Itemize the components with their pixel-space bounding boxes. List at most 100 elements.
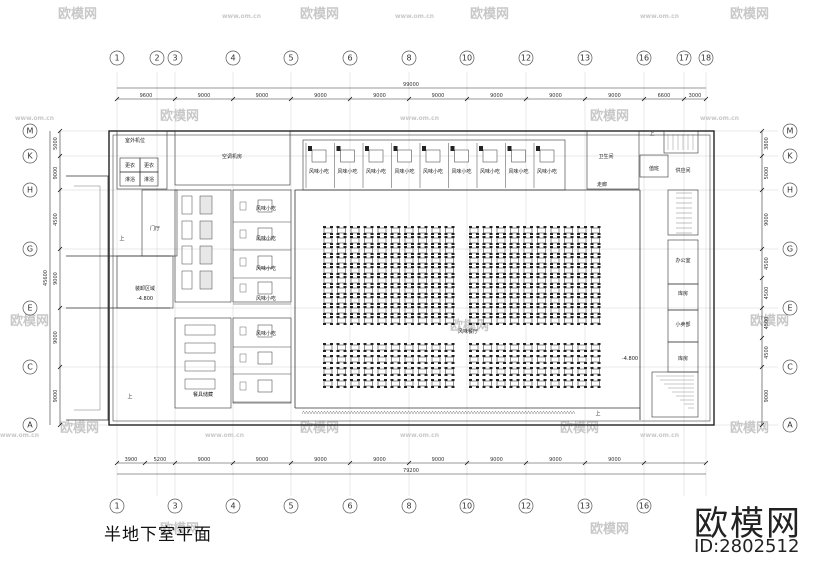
axis-bubble-top [676, 50, 692, 66]
dining-table [564, 257, 573, 264]
axis-bubble-left [22, 300, 38, 316]
chair [530, 276, 533, 278]
dining-table [550, 317, 560, 324]
dining-table [337, 227, 346, 234]
chair [469, 293, 472, 295]
chair [431, 323, 434, 325]
chair [350, 343, 353, 345]
chair [550, 236, 553, 238]
dim-tick [57, 246, 63, 252]
label-toilet: 更衣 [144, 162, 154, 169]
chair [370, 367, 374, 369]
chair [451, 283, 455, 285]
chair [503, 256, 506, 258]
chair [563, 343, 567, 345]
chair [489, 243, 493, 245]
dining-table [337, 307, 346, 314]
chair [438, 236, 441, 238]
chair [323, 306, 326, 308]
chair [323, 286, 326, 288]
chair [550, 283, 553, 285]
chair [411, 273, 414, 275]
chair [584, 362, 587, 364]
dim-tick [759, 246, 765, 252]
chair [503, 283, 506, 285]
chair [438, 243, 441, 245]
chair [584, 379, 587, 381]
chair [536, 343, 540, 345]
chair [444, 253, 448, 255]
fixture [393, 146, 398, 151]
dining-table [591, 307, 600, 314]
sink [239, 326, 247, 336]
chair [577, 233, 580, 235]
chair [444, 273, 448, 275]
dining-table [337, 356, 346, 363]
dining-table [564, 247, 573, 254]
chair [469, 355, 472, 357]
chair [390, 350, 394, 352]
chair [523, 350, 526, 352]
chair [343, 306, 347, 308]
chair [523, 362, 526, 364]
chair [557, 233, 560, 235]
chair [431, 273, 434, 275]
dining-table [483, 257, 492, 264]
dim-tick [57, 128, 63, 134]
kitchen-counter [181, 220, 193, 240]
chair [516, 362, 520, 364]
room-warehouse [667, 283, 699, 311]
watermark-logo: 欧模网 [470, 6, 509, 22]
chair [543, 293, 547, 295]
label-up: 上 [119, 235, 124, 242]
chair [323, 303, 326, 305]
storage-shelf [184, 378, 216, 390]
dining-table [323, 344, 333, 351]
axis-label-left: E [27, 304, 32, 313]
axis-label-right: K [787, 152, 793, 161]
chair [330, 323, 333, 325]
chair [350, 233, 353, 235]
chair [584, 306, 587, 308]
chair [523, 276, 526, 278]
dining-table [483, 368, 492, 375]
dining-table [550, 277, 560, 284]
chair [509, 386, 513, 388]
chair [417, 379, 421, 381]
chair [370, 306, 374, 308]
chair [417, 253, 421, 255]
chair [530, 246, 533, 248]
chair [509, 246, 513, 248]
chair [503, 379, 506, 381]
chair [590, 386, 594, 388]
chair [523, 316, 526, 318]
chair [431, 379, 434, 381]
dim-tick [759, 275, 765, 281]
dim-bottom-total: 79200 [403, 468, 419, 474]
chair [550, 266, 553, 268]
chair [597, 306, 601, 308]
dining-table [377, 247, 387, 254]
chair [424, 293, 428, 295]
chair [431, 266, 434, 268]
chair [577, 276, 580, 278]
dining-table [350, 380, 360, 387]
chair [597, 379, 601, 381]
chair [370, 303, 374, 305]
chair [496, 303, 499, 305]
chair [357, 243, 360, 245]
chair [550, 350, 553, 352]
chair [584, 246, 587, 248]
chair [411, 233, 414, 235]
chair [343, 313, 347, 315]
dining-table [523, 297, 533, 304]
chair [411, 236, 414, 238]
watermark-url: www.om.cn [0, 432, 39, 439]
dining-table [510, 307, 519, 314]
chair [570, 226, 574, 228]
chair [323, 343, 326, 345]
chair [397, 316, 401, 318]
chair [550, 246, 553, 248]
chair [496, 276, 499, 278]
axis-label-top: 12 [521, 54, 531, 63]
